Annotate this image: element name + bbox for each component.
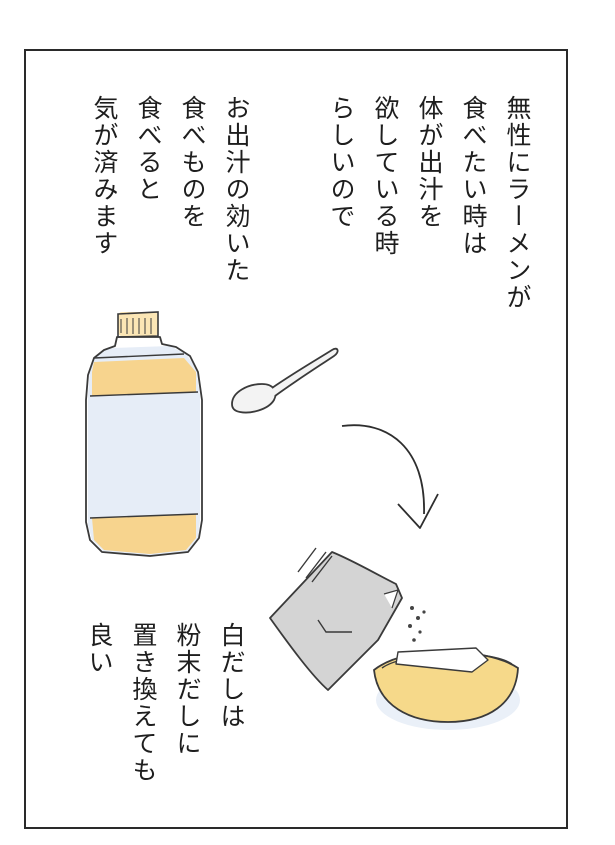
narration-line: 気が済みます: [90, 95, 119, 257]
spoon-illustration: [231, 347, 339, 414]
narration-line: らしいので: [327, 95, 356, 230]
arrow-illustration: [341, 424, 439, 529]
bottle-illustration: [85, 311, 203, 557]
narration-line: 置き換えても: [129, 622, 158, 784]
narration-line: 欲している時: [371, 95, 400, 257]
bowl-illustration: [373, 647, 520, 730]
dashi-packet-illustration: [269, 547, 426, 691]
narration-line: 食べものを: [178, 95, 207, 230]
narration-line: 粉末だしに: [173, 622, 202, 757]
narration-line: 食べたい時は: [459, 95, 488, 257]
narration-line: 無性にラーメンが: [503, 95, 532, 311]
narration-line: 食べると: [134, 95, 163, 203]
narration-line: 白だしは: [217, 622, 246, 730]
narration-line: 良い: [85, 622, 114, 676]
narration-line: 体が出汁を: [415, 95, 444, 230]
narration-line: お出汁の効いた: [222, 95, 251, 284]
